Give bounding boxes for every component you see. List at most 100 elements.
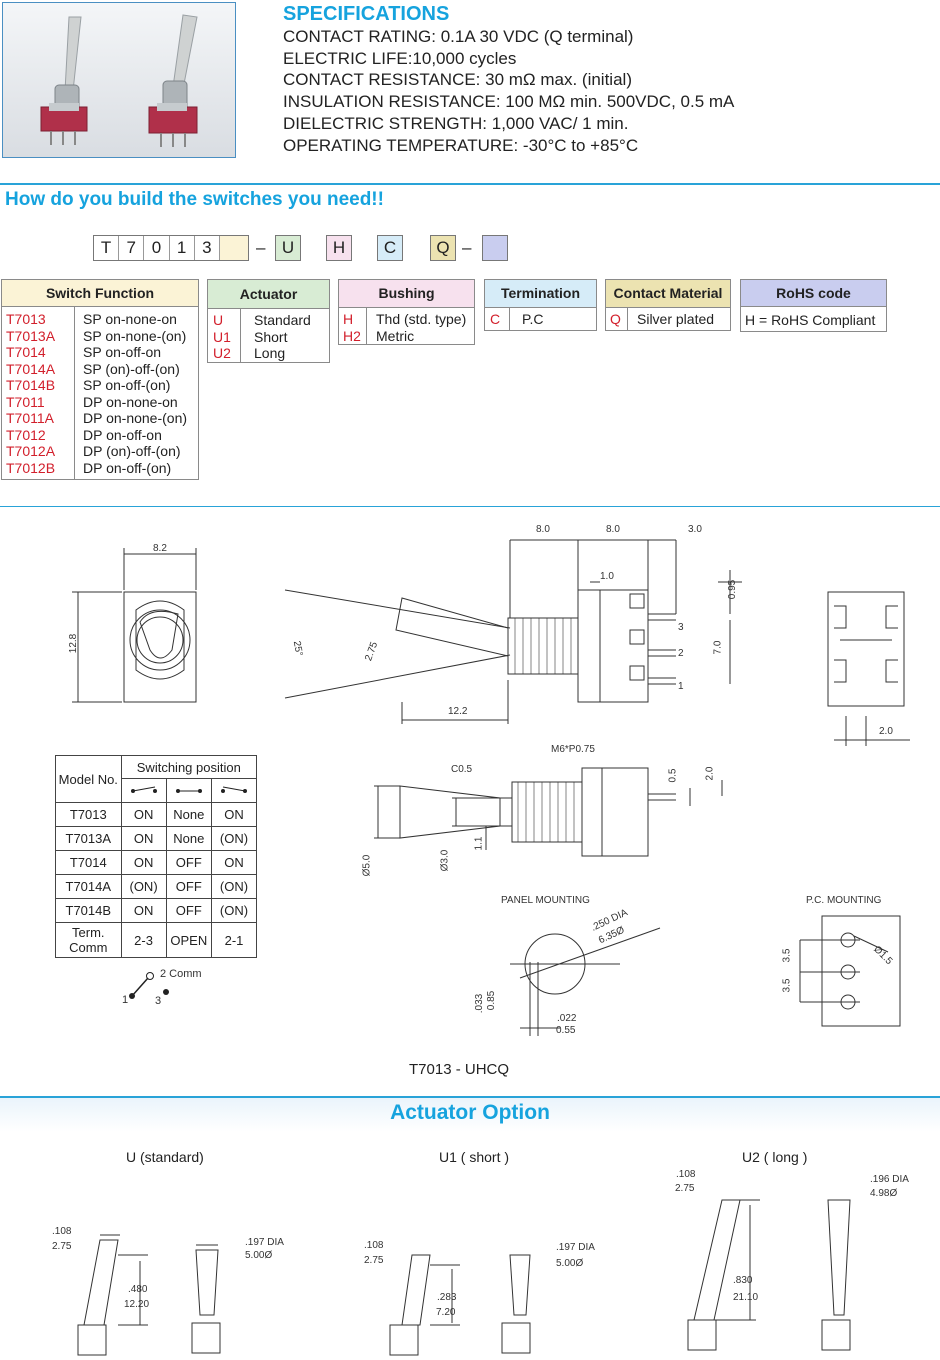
pin-3-label: 3 xyxy=(678,622,684,633)
separator-dash: – xyxy=(462,238,472,257)
actuator-option-band xyxy=(0,1096,940,1132)
actuator-option-drawing xyxy=(77,1199,851,1356)
dim-angle: 25° xyxy=(290,640,305,657)
u2-dim-c: .830 xyxy=(733,1275,753,1286)
panel-mounting-label: PANEL MOUNTING xyxy=(501,895,590,906)
dim-033: .033 xyxy=(474,993,486,1014)
part-char: 3 xyxy=(195,236,220,260)
dim-o3: Ø3.0 xyxy=(439,849,451,872)
pin-2-label: 2 xyxy=(678,648,684,659)
switch-function-header: Switch Function xyxy=(2,280,198,307)
toggle-right-icon xyxy=(211,778,257,803)
u-dim-c: .480 xyxy=(128,1284,148,1295)
u2-dim-b: 2.75 xyxy=(675,1183,695,1194)
code-box-contact-material: Q xyxy=(430,235,456,261)
u1-dim-c: .283 xyxy=(437,1292,457,1303)
part-char xyxy=(219,236,248,260)
comm-3-label: 3 xyxy=(155,995,162,1007)
section-divider xyxy=(0,183,940,185)
actuator-u2-label: U2 ( long ) xyxy=(742,1149,808,1165)
dim-35a: 3.5 xyxy=(781,948,793,963)
u-dim-e: .197 DIA xyxy=(245,1237,284,1248)
actuator-header: Actuator xyxy=(208,280,329,309)
dim-20: 2.0 xyxy=(704,766,716,781)
model-no-header: Model No. xyxy=(55,755,122,803)
toggle-left-icon xyxy=(120,778,167,803)
switching-position-header: Switching position xyxy=(120,755,258,779)
dim-8b: 8.0 xyxy=(606,524,620,535)
dim-11: 1.1 xyxy=(473,836,485,851)
u1-dim-b: 2.75 xyxy=(364,1255,384,1266)
bushing-header: Bushing xyxy=(339,280,474,308)
spec-contact-resistance: CONTACT RESISTANCE: 30 mΩ max. (initial) xyxy=(283,70,632,90)
termination-header: Termination xyxy=(485,280,596,308)
u2-dim-f: 4.98Ø xyxy=(870,1188,898,1199)
part-char: T xyxy=(94,236,120,260)
spec-insulation-resistance: INSULATION RESISTANCE: 100 MΩ min. 500VD… xyxy=(283,92,735,112)
drawing-caption: T7013 - UHCQ xyxy=(409,1061,510,1078)
separator-dash: – xyxy=(256,238,266,257)
specifications-list: CONTACT RATING: 0.1A 30 VDC (Q terminal)… xyxy=(283,26,734,156)
dim-055: 0.55 xyxy=(556,1025,576,1036)
section-divider xyxy=(0,506,940,507)
dim-8a: 8.0 xyxy=(536,524,550,535)
dim-7: 7.0 xyxy=(712,640,724,655)
code-box-rohs xyxy=(482,235,508,261)
pc-mounting-label: P.C. MOUNTING xyxy=(806,895,882,906)
dim-085: 0.85 xyxy=(486,990,498,1011)
u2-dim-e: .196 DIA xyxy=(870,1174,909,1185)
toggle-switch-photo xyxy=(40,14,198,147)
build-title: How do you build the switches you need!! xyxy=(5,189,384,210)
dim-m6: M6*P0.75 xyxy=(551,744,595,755)
dim-3: 3.0 xyxy=(688,524,702,535)
rohs-compliant-text: H = RoHS Compliant xyxy=(745,312,876,328)
spec-contact-rating: CONTACT RATING: 0.1A 30 VDC (Q terminal) xyxy=(283,27,634,46)
u1-dim-a: .108 xyxy=(364,1240,384,1251)
dim-1: 1.0 xyxy=(600,571,614,582)
dim-height: 12.8 xyxy=(68,633,80,654)
dim-095: 0.95 xyxy=(727,579,739,600)
code-box-bushing: H xyxy=(326,235,352,261)
dimension-drawing-top xyxy=(72,539,910,746)
part-char: 1 xyxy=(170,236,195,260)
u-dim-b: 2.75 xyxy=(52,1241,72,1252)
comm-symbol-icon xyxy=(129,972,169,999)
dim-35b: 3.5 xyxy=(781,978,793,993)
dim-2: 2.0 xyxy=(879,726,893,737)
contact-material-header: Contact Material xyxy=(606,280,730,308)
code-box-actuator: U xyxy=(275,235,301,261)
product-photo xyxy=(2,2,236,158)
code-box-termination: C xyxy=(377,235,403,261)
dim-c05: C0.5 xyxy=(451,764,473,775)
specifications-title: SPECIFICATIONS xyxy=(283,3,450,25)
dim-022: .022 xyxy=(557,1013,577,1024)
actuator-u-label: U (standard) xyxy=(126,1149,204,1165)
spec-dielectric-strength: DIELECTRIC STRENGTH: 1,000 VAC/ 1 min. xyxy=(283,113,629,133)
u1-dim-f: 5.00Ø xyxy=(556,1258,584,1269)
u-dim-d: 12.20 xyxy=(124,1299,150,1310)
actuator-u1-label: U1 ( short ) xyxy=(439,1149,510,1165)
dim-width: 8.2 xyxy=(153,543,167,554)
